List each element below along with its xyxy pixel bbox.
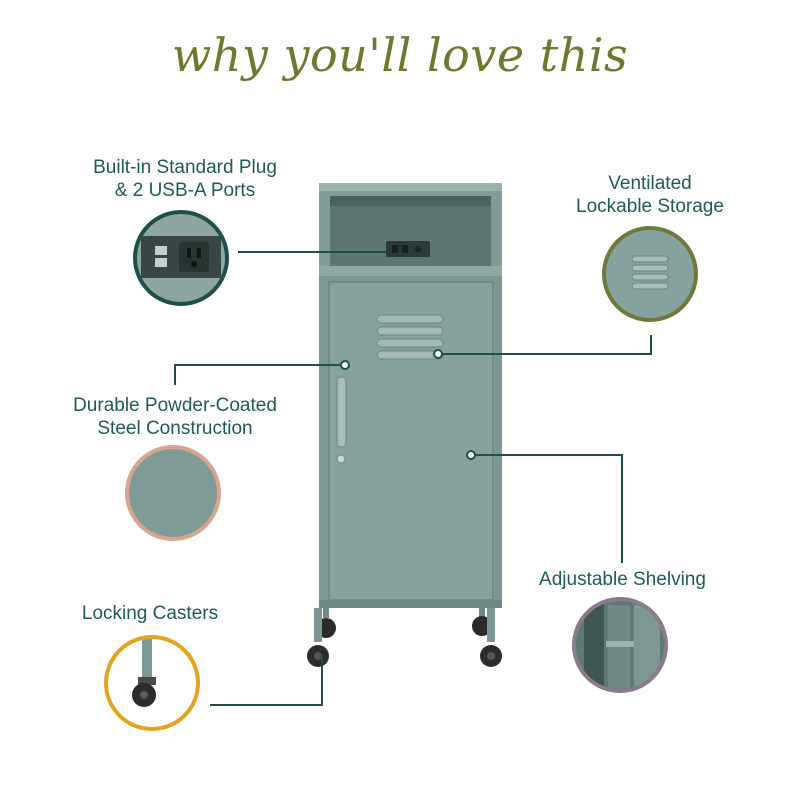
shelf-icon bbox=[584, 601, 660, 689]
feature-label-steel: Durable Powder-Coated Steel Construction bbox=[40, 394, 310, 440]
steel-detail-circle bbox=[125, 445, 221, 541]
shelving-label-line1: Adjustable Shelving bbox=[539, 569, 706, 590]
vent-icon bbox=[631, 255, 669, 290]
feature-label-casters: Locking Casters bbox=[55, 602, 245, 625]
cabinet-door bbox=[328, 281, 494, 601]
vent-label-line2: Lockable Storage bbox=[576, 196, 724, 217]
steel-label-line1: Durable Powder-Coated bbox=[73, 395, 277, 416]
caster-front-left bbox=[307, 608, 329, 667]
steel-marker bbox=[340, 360, 350, 370]
steel-label-line2: Steel Construction bbox=[97, 418, 253, 439]
casters-label-line1: Locking Casters bbox=[81, 603, 219, 624]
outlet-strip bbox=[386, 241, 430, 257]
door-handle bbox=[336, 376, 347, 448]
feature-label-plug: Built-in Standard Plug & 2 USB-A Ports bbox=[40, 156, 330, 202]
vent-marker bbox=[433, 349, 443, 359]
vent-detail-circle bbox=[602, 226, 698, 322]
vent-label-line1: Ventilated bbox=[608, 173, 692, 194]
caster-icon bbox=[132, 639, 156, 707]
headline: why you'll love this bbox=[171, 28, 629, 82]
casters-detail-circle bbox=[104, 635, 200, 731]
shelving-detail-circle bbox=[572, 597, 668, 693]
feature-label-shelving: Adjustable Shelving bbox=[515, 568, 730, 591]
shelf-marker bbox=[466, 450, 476, 460]
plug-label-line2: & 2 USB-A Ports bbox=[114, 180, 256, 201]
leader-lines bbox=[174, 251, 652, 706]
plug-label-line1: Built-in Standard Plug bbox=[93, 157, 277, 178]
plug-detail-circle bbox=[133, 210, 229, 306]
caster-front-right bbox=[480, 608, 502, 667]
door-lock bbox=[336, 454, 346, 464]
outlet-icon bbox=[141, 236, 221, 278]
door-vents bbox=[376, 314, 444, 360]
feature-label-vent: Ventilated Lockable Storage bbox=[545, 172, 755, 218]
